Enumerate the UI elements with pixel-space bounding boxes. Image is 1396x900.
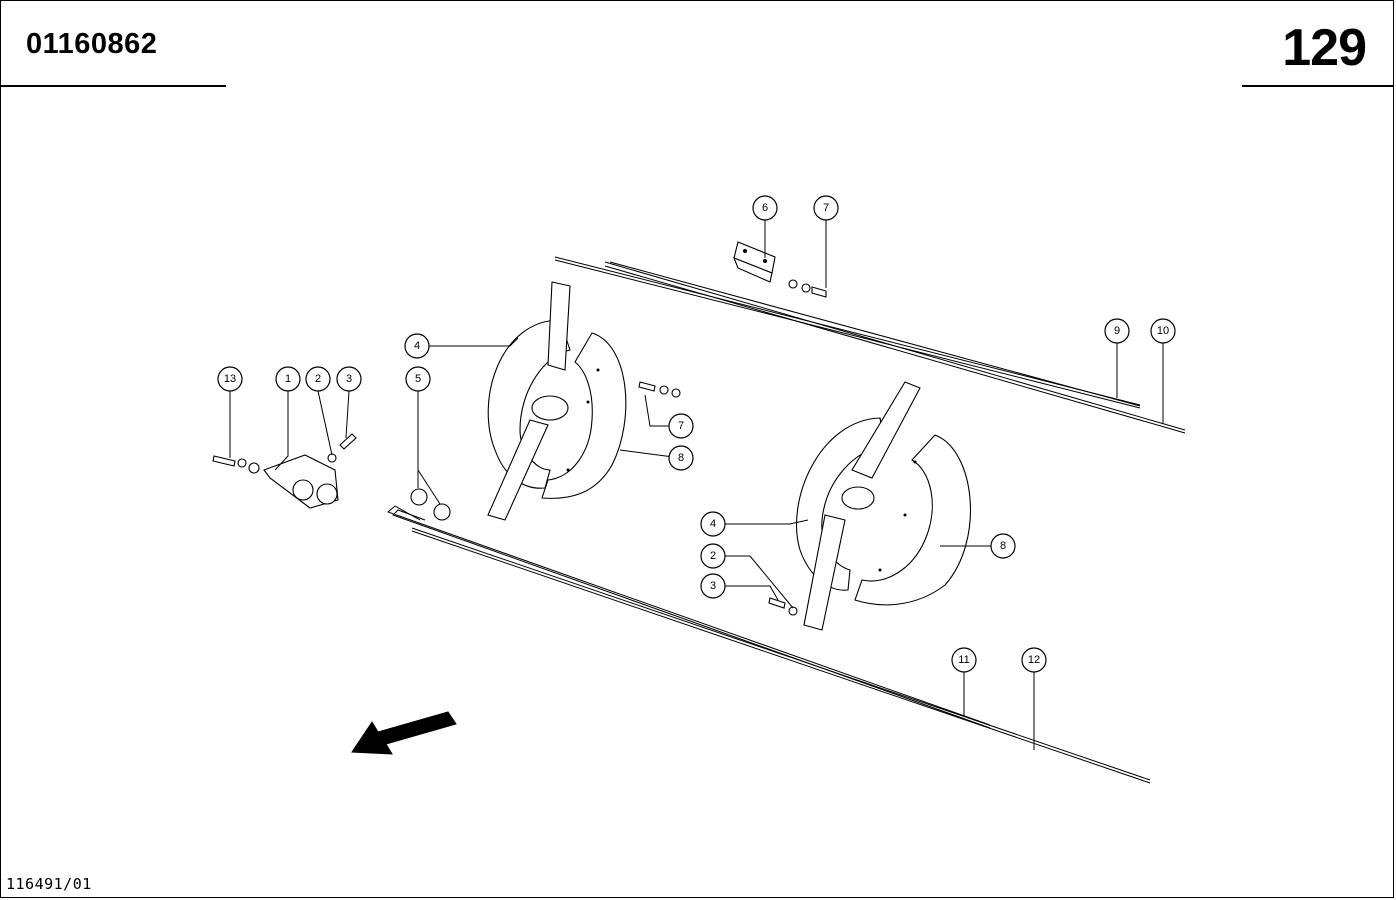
callout-7-top: 7 — [813, 195, 839, 221]
callout-1-label: 1 — [285, 373, 291, 385]
callout-10: 10 — [1150, 318, 1176, 344]
callout-7-top-label: 7 — [823, 202, 829, 214]
callout-9: 9 — [1104, 318, 1130, 344]
callout-9-label: 9 — [1114, 325, 1120, 337]
callout-3-left: 3 — [336, 366, 362, 392]
callout-6-label: 6 — [762, 202, 768, 214]
callout-4-right: 4 — [700, 511, 726, 537]
callout-6: 6 — [752, 195, 778, 221]
right-disc-assembly — [768, 381, 972, 631]
header-rule-right — [1242, 85, 1394, 87]
callout-4-left-label: 4 — [414, 340, 420, 352]
callout-5: 5 — [405, 366, 431, 392]
callout-2-right: 2 — [700, 543, 726, 569]
callout-12: 12 — [1021, 647, 1047, 673]
callout-2-left-label: 2 — [315, 373, 321, 385]
callout-4-left: 4 — [404, 333, 430, 359]
callout-10-label: 10 — [1157, 325, 1169, 337]
header-rule-left — [0, 85, 226, 87]
callout-3-left-label: 3 — [346, 373, 352, 385]
callout-1: 1 — [275, 366, 301, 392]
callout-8-left-label: 8 — [678, 452, 684, 464]
callout-13-label: 13 — [224, 373, 236, 385]
callout-7-left-label: 7 — [678, 420, 684, 432]
callout-8-right: 8 — [990, 533, 1016, 559]
caps — [410, 488, 451, 521]
lower-rods — [387, 505, 1151, 784]
callout-5-label: 5 — [415, 373, 421, 385]
callout-8-right-label: 8 — [1000, 540, 1006, 552]
callout-3-right-label: 3 — [710, 580, 716, 592]
callout-11: 11 — [951, 647, 977, 673]
page-number: 129 — [1282, 19, 1367, 77]
bracket-top — [733, 241, 827, 298]
part-number: 01160862 — [26, 28, 158, 60]
callout-8-left: 8 — [668, 445, 694, 471]
callout-2-left: 2 — [305, 366, 331, 392]
left-disc-assembly — [487, 281, 681, 521]
callout-11-label: 11 — [958, 654, 969, 666]
drawing-reference: 116491/01 — [6, 875, 92, 893]
upper-rods — [554, 256, 1186, 434]
callout-2-right-label: 2 — [710, 550, 716, 562]
callout-12-label: 12 — [1028, 654, 1040, 666]
direction-arrow-icon — [351, 711, 457, 755]
callout-7-left: 7 — [668, 413, 694, 439]
callout-3-right: 3 — [700, 573, 726, 599]
leader-lines — [229, 220, 1164, 750]
left-bracket-assembly — [212, 433, 357, 509]
callout-4-right-label: 4 — [710, 518, 716, 530]
callout-13: 13 — [217, 366, 243, 392]
